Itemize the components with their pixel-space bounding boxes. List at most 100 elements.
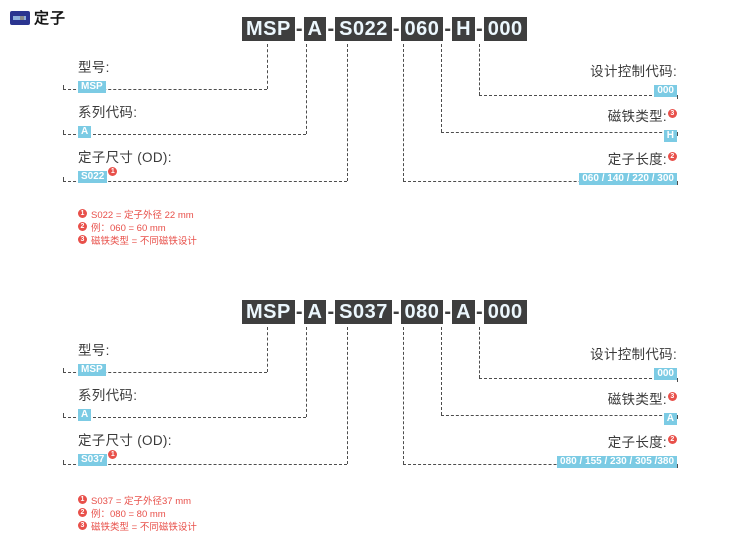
footnote-ref-badge: 3 xyxy=(668,109,677,118)
footnote: 3 磁铁类型 = 不同磁铁设计 xyxy=(78,233,197,247)
field-label: 型号: xyxy=(78,343,110,358)
footnote-text: 磁铁类型 = 不同磁铁设计 xyxy=(91,235,197,247)
model-code-segment: S022 xyxy=(335,17,392,41)
footnote-number: 2 xyxy=(78,508,87,517)
connector-tick xyxy=(677,132,678,136)
model-code-segment: A xyxy=(303,17,327,41)
footnote-text: 磁铁类型 = 不同磁铁设计 xyxy=(91,521,197,533)
connector-line xyxy=(403,327,404,464)
footnote-ref-badge: 1 xyxy=(108,167,118,176)
connector-line xyxy=(441,415,677,416)
separator: - xyxy=(295,18,303,40)
field-model: 型号: MSP xyxy=(78,60,110,94)
connector-line xyxy=(479,327,480,378)
field-label: 设计控制代码: xyxy=(590,347,677,362)
connector-line xyxy=(63,134,306,135)
connector-tick xyxy=(63,85,64,89)
connector-line xyxy=(479,95,677,96)
model-code-segment: S037 xyxy=(335,300,392,324)
separator: - xyxy=(444,301,452,323)
field-value: 060 / 140 / 220 / 300 xyxy=(579,173,677,185)
connector-line xyxy=(306,327,307,417)
field-label: 磁铁类型: xyxy=(607,392,667,407)
field-label: 定子尺寸 (OD): xyxy=(78,150,172,165)
separator: - xyxy=(327,301,335,323)
section-header: 定子 xyxy=(10,7,66,28)
connector-tick xyxy=(677,181,678,185)
connector-line xyxy=(441,44,442,132)
model-code: MSP-A-S022-060-H-000 xyxy=(242,17,527,41)
connector-tick xyxy=(677,464,678,468)
field-value: 000 xyxy=(654,85,677,97)
connector-line xyxy=(441,327,442,415)
field-label: 设计控制代码: xyxy=(590,64,677,79)
footnote-number: 1 xyxy=(78,495,87,504)
connector-line xyxy=(63,372,267,373)
field-label: 定子尺寸 (OD): xyxy=(78,433,172,448)
model-code-segment: 080 xyxy=(400,300,444,324)
model-code-segment: 000 xyxy=(483,17,527,41)
footnote-ref-badge: 1 xyxy=(108,450,118,459)
separator: - xyxy=(476,18,483,40)
separator: - xyxy=(476,301,483,323)
connector-line xyxy=(347,44,348,181)
field-value: H xyxy=(663,130,677,142)
connector-line xyxy=(63,181,347,182)
model-code-segment: MSP xyxy=(242,17,295,41)
connector-line xyxy=(267,44,268,89)
field-label: 系列代码: xyxy=(78,105,138,120)
connector-tick xyxy=(63,130,64,134)
field-value: S037 xyxy=(78,454,108,466)
field-series-code: 系列代码: A xyxy=(78,105,137,139)
field-value: MSP xyxy=(78,364,106,376)
connector-line xyxy=(403,181,677,182)
separator: - xyxy=(327,18,335,40)
field-value: 080 / 155 / 230 / 305 /380 xyxy=(557,456,677,468)
connector-line xyxy=(479,378,677,379)
field-value: S022 xyxy=(78,171,108,183)
connector-tick xyxy=(677,378,678,382)
model-code-segment: 060 xyxy=(400,17,444,41)
nomenclature-diagram-2: MSP-A-S037-080-A-000 型号: MSP 系列代码: A xyxy=(0,283,729,540)
connector-line xyxy=(306,44,307,134)
field-value: 000 xyxy=(654,368,677,380)
model-code-segment: 000 xyxy=(483,300,527,324)
connector-line xyxy=(479,44,480,95)
connector-line xyxy=(63,417,306,418)
footnote-ref-badge: 2 xyxy=(668,435,677,444)
field-label: 型号: xyxy=(78,60,110,75)
connector-tick xyxy=(63,177,64,181)
footnote-ref-badge: 3 xyxy=(668,392,677,401)
field-series-code: 系列代码: A xyxy=(78,388,137,422)
model-code-segment: A xyxy=(303,300,327,324)
field-value: A xyxy=(663,413,677,425)
field-label: 磁铁类型: xyxy=(607,109,667,124)
footnote-text: S037 = 定子外径37 mm xyxy=(91,495,192,507)
model-code-segment: A xyxy=(452,300,476,324)
field-magnet-type: 磁铁类型:3 A xyxy=(608,392,677,426)
nomenclature-diagram-1: MSP-A-S022-060-H-000 型号: MSP 系列代码: A xyxy=(0,0,729,260)
model-code-segment: MSP xyxy=(242,300,295,324)
footnote-number: 3 xyxy=(78,235,87,244)
connector-line xyxy=(63,89,267,90)
connector-tick xyxy=(63,460,64,464)
separator: - xyxy=(392,301,400,323)
field-value: MSP xyxy=(78,81,106,93)
footnote-text: S022 = 定子外径 22 mm xyxy=(91,209,194,221)
footnote-text: 例：060 = 60 mm xyxy=(91,222,166,234)
field-stator-length: 定子长度:2 080 / 155 / 230 / 305 /380 xyxy=(557,435,677,469)
connector-line xyxy=(63,464,347,465)
field-stator-length: 定子长度:2 060 / 140 / 220 / 300 xyxy=(579,152,677,186)
connector-tick xyxy=(63,368,64,372)
connector-line xyxy=(347,327,348,464)
field-model: 型号: MSP xyxy=(78,343,110,377)
separator: - xyxy=(392,18,400,40)
